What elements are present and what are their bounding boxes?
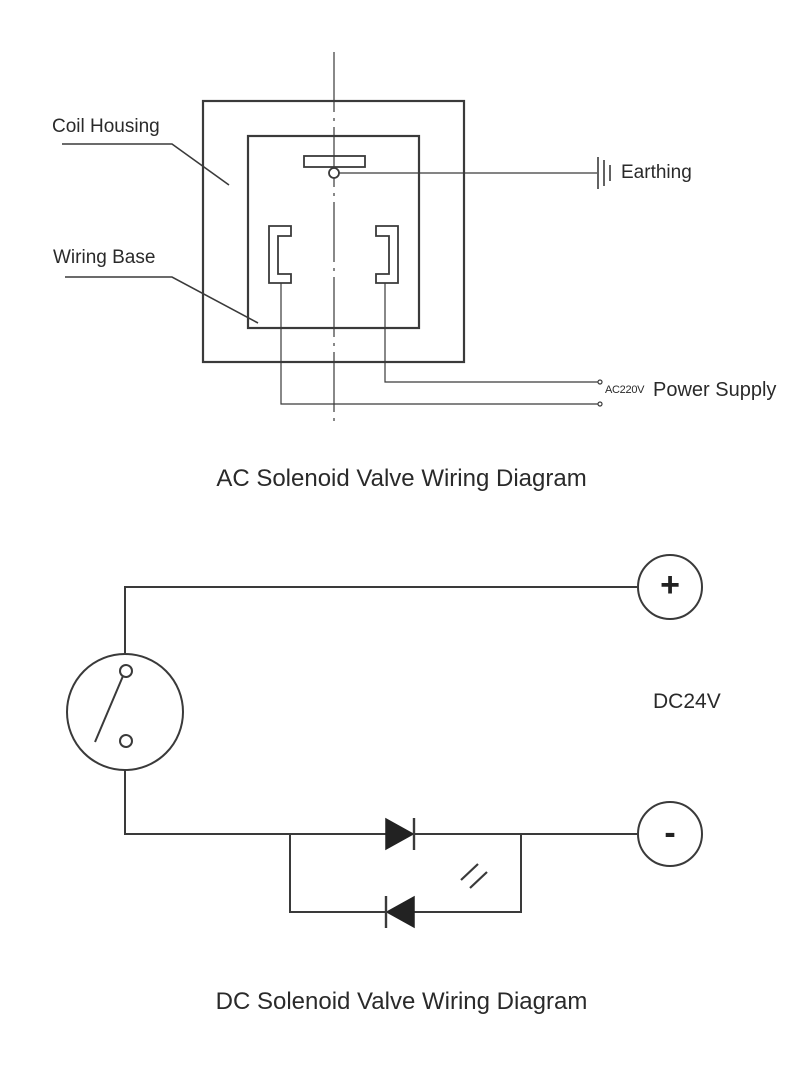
coil-housing-leader-line bbox=[62, 143, 230, 186]
positive-terminal-circle bbox=[637, 554, 703, 620]
switch-contact-top bbox=[119, 664, 133, 678]
left-pin-terminal bbox=[268, 225, 292, 284]
power-wire-live bbox=[384, 283, 598, 383]
dc-wiring-diagram bbox=[66, 554, 703, 929]
earth-terminal-pin bbox=[328, 167, 340, 179]
negative-terminal-circle bbox=[637, 801, 703, 867]
parallel-branch-loop bbox=[289, 834, 386, 913]
earthing-symbol-icon bbox=[597, 157, 611, 189]
switch-contact-bottom bbox=[119, 734, 133, 748]
power-wire-neutral bbox=[280, 283, 598, 405]
coil-housing-outline bbox=[201, 99, 466, 364]
switch-blade bbox=[94, 675, 124, 743]
power-terminal-live bbox=[597, 379, 603, 385]
coil-housing-label: Coil Housing bbox=[52, 116, 160, 137]
right-pin-terminal bbox=[375, 225, 399, 284]
earthing-label: Earthing bbox=[621, 162, 692, 183]
ac-diagram-title: AC Solenoid Valve Wiring Diagram bbox=[216, 465, 587, 492]
wiring-base-outline bbox=[246, 134, 421, 330]
negative-symbol: - bbox=[664, 814, 676, 852]
dc-diagram-title: DC Solenoid Valve Wiring Diagram bbox=[215, 988, 588, 1015]
ac-voltage-label: AC220V bbox=[605, 384, 645, 396]
diode-top-icon bbox=[385, 817, 416, 851]
dc-voltage-label: DC24V bbox=[653, 690, 721, 713]
positive-wire bbox=[124, 586, 637, 653]
wiring-base-label: Wiring Base bbox=[53, 247, 156, 268]
negative-wire-left bbox=[124, 770, 386, 835]
positive-symbol: + bbox=[660, 566, 680, 604]
power-terminal-neutral bbox=[597, 401, 603, 407]
diode-bottom-icon bbox=[384, 895, 415, 929]
double-slash-mark bbox=[460, 863, 488, 889]
power-supply-label: Power Supply bbox=[653, 379, 777, 401]
ac-wiring-diagram bbox=[62, 52, 611, 422]
earth-terminal-bar bbox=[303, 155, 366, 168]
wiring-base-leader-line bbox=[65, 276, 259, 324]
parallel-branch-loop-right bbox=[414, 834, 522, 913]
